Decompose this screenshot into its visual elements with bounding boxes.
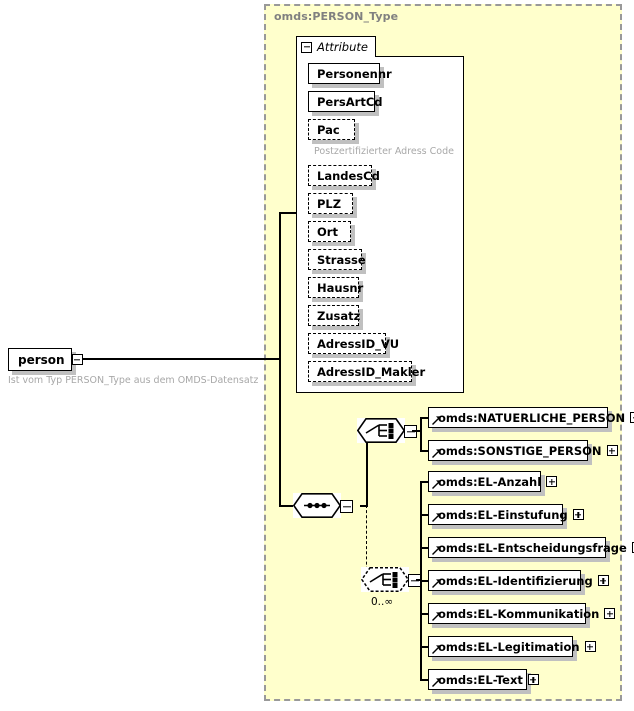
connector-vert-down	[279, 358, 281, 506]
sequence-compositor-icon	[293, 493, 341, 518]
element-node[interactable]: omds:EL-Identifizierung	[428, 570, 609, 595]
plus-toggle-icon[interactable]	[631, 542, 634, 553]
connector-person-trunk	[72, 358, 280, 360]
element-label: omds:EL-Identifizierung	[438, 573, 593, 588]
attribute-label: Zusatz	[317, 308, 361, 323]
plus-toggle-icon[interactable]	[630, 412, 634, 423]
type-panel-title: omds:PERSON_Type	[274, 10, 399, 23]
element-node[interactable]: omds:EL-Kommunikation	[428, 603, 616, 628]
minus-toggle-icon[interactable]	[404, 425, 417, 438]
plus-toggle-icon[interactable]	[546, 476, 558, 487]
attribute-item[interactable]: AdressID_VU	[308, 333, 399, 358]
connector-branch	[420, 580, 429, 582]
connector-branch	[420, 514, 429, 516]
choice-compositor-one[interactable]	[357, 418, 417, 448]
connector-branch	[420, 613, 429, 615]
element-node[interactable]: omds:EL-Legitimation	[428, 636, 596, 661]
connector-branch	[420, 547, 429, 549]
attribute-item[interactable]: Personennr	[308, 63, 392, 88]
element-person-label: person	[18, 352, 65, 367]
element-node[interactable]: omds:SONSTIGE_PERSON	[428, 440, 618, 465]
minus-toggle-icon[interactable]	[71, 354, 83, 365]
connector-branch	[420, 417, 429, 419]
attribute-group-tab[interactable]: Attribute	[296, 36, 376, 57]
attribute-item[interactable]: Strasse	[308, 249, 366, 274]
attribute-item[interactable]: PersArtCd	[308, 91, 383, 116]
attribute-item[interactable]: Hausnr	[308, 277, 363, 302]
element-label: omds:EL-Anzahl	[438, 474, 542, 489]
element-node[interactable]: omds:EL-Einstufung	[428, 504, 584, 529]
attribute-label: LandesCd	[317, 168, 380, 183]
element-node[interactable]: omds:EL-Entscheidungsfrage	[428, 537, 634, 562]
attribute-label: AdressID_Makler	[317, 364, 426, 379]
element-person[interactable]: person	[8, 348, 83, 375]
attribute-label: AdressID_VU	[317, 336, 400, 351]
connector-to-attribute-panel	[279, 212, 297, 214]
attribute-item[interactable]: Ort	[308, 221, 355, 246]
element-label: omds:EL-Legitimation	[438, 639, 580, 654]
attribute-label: Pac	[317, 122, 340, 137]
connector-to-sequence	[279, 505, 293, 507]
connector-sequence-down-optional	[366, 505, 367, 580]
attribute-label: Ort	[317, 224, 338, 239]
connector-branch	[420, 646, 429, 648]
attribute-annotation: Postzertifizierter Adress Code	[314, 146, 454, 157]
attribute-item[interactable]: LandesCd	[308, 165, 380, 190]
plus-toggle-icon[interactable]	[584, 641, 596, 652]
attribute-label: Strasse	[317, 252, 366, 267]
element-node[interactable]: omds:EL-Text	[428, 669, 539, 694]
connector-branch	[420, 481, 429, 483]
choice-compositor-icon	[361, 567, 409, 592]
connector-sequence-out	[360, 505, 368, 507]
element-label: omds:SONSTIGE_PERSON	[438, 443, 602, 458]
minus-toggle-icon[interactable]	[340, 500, 353, 513]
connector-branch	[420, 450, 429, 452]
choice-compositor-two[interactable]	[361, 567, 421, 597]
attribute-label: Hausnr	[317, 280, 364, 295]
connector-choice-one-out	[412, 430, 422, 432]
element-label: omds:EL-Kommunikation	[438, 606, 600, 621]
plus-toggle-icon[interactable]	[527, 674, 539, 685]
element-label: omds:EL-Entscheidungsfrage	[438, 540, 627, 555]
plus-toggle-icon[interactable]	[604, 608, 616, 619]
attribute-label: Personennr	[317, 66, 392, 81]
element-label: omds:NATUERLICHE_PERSON	[438, 410, 626, 425]
element-node[interactable]: omds:EL-Anzahl	[428, 471, 558, 496]
attribute-item[interactable]: Zusatz	[308, 305, 363, 330]
sequence-compositor[interactable]	[293, 493, 353, 523]
connector-sequence-up	[366, 430, 368, 506]
element-label: omds:EL-Text	[438, 672, 523, 687]
connector-choice-two-out	[416, 579, 422, 581]
element-person-annotation: Ist vom Typ PERSON_Type aus dem OMDS-Dat…	[8, 375, 259, 386]
connector-branch	[420, 679, 429, 681]
attribute-label: PLZ	[317, 196, 342, 211]
attribute-item[interactable]: PLZ	[308, 193, 357, 218]
attribute-group-label: Attribute	[317, 40, 368, 54]
attribute-item[interactable]: Pac	[308, 119, 359, 144]
choice-compositor-icon	[357, 418, 405, 443]
connector-choice-one-bus	[420, 417, 422, 452]
connector-vert-up	[279, 212, 281, 359]
attribute-item[interactable]: AdressID_Makler	[308, 361, 425, 386]
plus-toggle-icon[interactable]	[572, 509, 584, 520]
cardinality-label: 0..∞	[371, 596, 394, 608]
element-node[interactable]: omds:NATUERLICHE_PERSON	[428, 407, 634, 432]
element-label: omds:EL-Einstufung	[438, 507, 568, 522]
attribute-label: PersArtCd	[317, 94, 383, 109]
minus-toggle-icon[interactable]	[301, 41, 312, 53]
plus-toggle-icon[interactable]	[606, 445, 618, 456]
plus-toggle-icon[interactable]	[597, 575, 609, 586]
